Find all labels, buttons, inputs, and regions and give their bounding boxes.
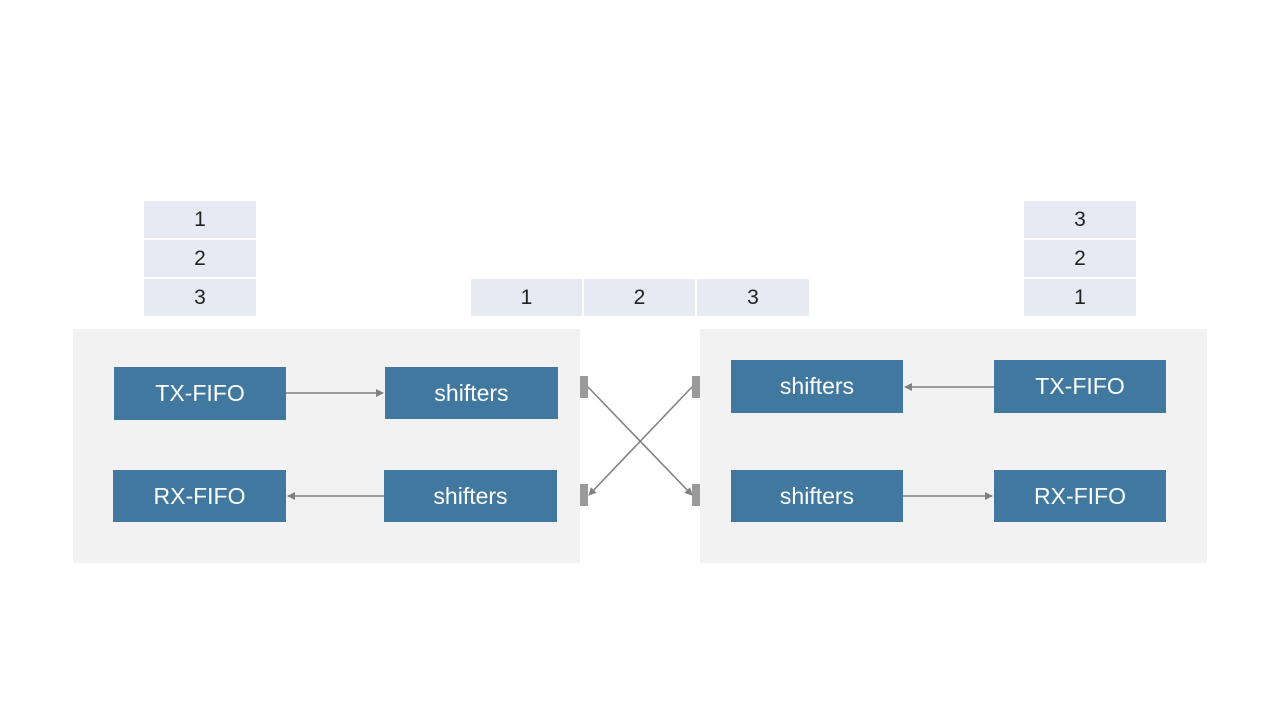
right-rx-shifters: shifters (731, 470, 903, 522)
left-rx-fifo: RX-FIFO (113, 470, 286, 522)
right-rx-port (692, 484, 700, 506)
left-rx-shifters: shifters (384, 470, 557, 522)
left-queue-cell-3: 3 (144, 279, 256, 316)
right-rx-fifo: RX-FIFO (994, 470, 1166, 522)
wire-buffer-cell-2: 2 (584, 279, 695, 316)
right-queue-cell-2: 2 (1024, 240, 1136, 277)
left-tx-shifters: shifters (385, 367, 558, 419)
left-queue-cell-2: 2 (144, 240, 256, 277)
right-tx-shifters: shifters (731, 360, 903, 413)
wire-buffer-cell-3: 3 (697, 279, 809, 316)
left-rx-port (580, 484, 588, 506)
left-tx-fifo: TX-FIFO (114, 367, 286, 420)
right-queue-cell-1: 3 (1024, 201, 1136, 238)
left-queue-cell-1: 1 (144, 201, 256, 238)
right-tx-fifo: TX-FIFO (994, 360, 1166, 413)
right-tx-to-left-rx-wire (588, 386, 693, 496)
wire-buffer-cell-1: 1 (471, 279, 582, 316)
left-tx-port (580, 376, 588, 398)
right-tx-port (692, 376, 700, 398)
right-queue-cell-3: 1 (1024, 279, 1136, 316)
